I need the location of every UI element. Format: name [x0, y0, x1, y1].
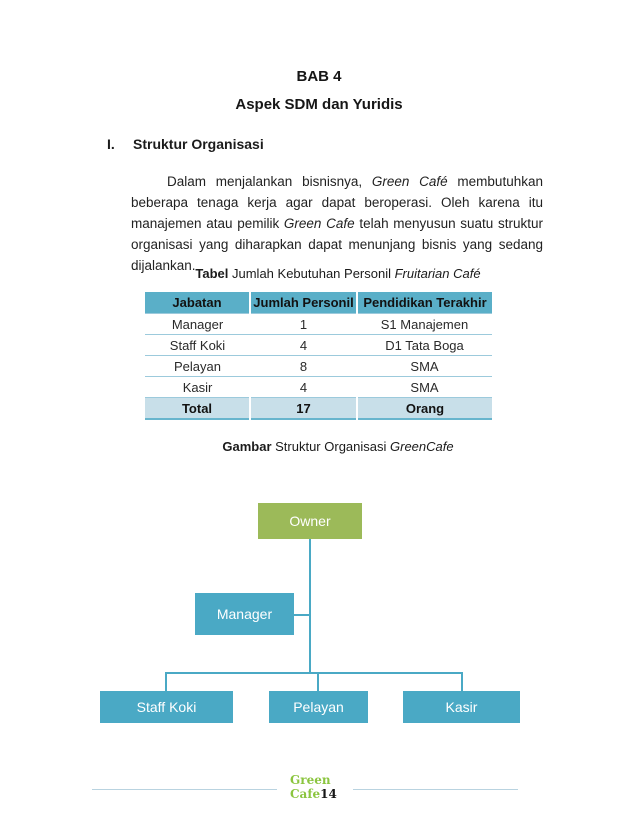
- paragraph-run: Dalam menjalankan bisnisnya,: [167, 173, 372, 189]
- table-total-cell: 17: [249, 397, 357, 419]
- table-cell: SMA: [357, 355, 492, 377]
- connector-manager-stub: [294, 614, 310, 616]
- table-cell: 8: [250, 355, 357, 377]
- footer-brand-word: Cafe: [290, 787, 321, 801]
- table-cell: Manager: [145, 313, 250, 335]
- footer-rule-left: [92, 789, 277, 790]
- footer-rule-right: [353, 789, 518, 790]
- personnel-table: Jabatan Jumlah Personil Pendidikan Terak…: [145, 292, 492, 420]
- table-total-cell: Orang: [356, 397, 492, 419]
- figure-caption-text: Struktur Organisasi: [271, 439, 391, 454]
- paragraph-run-italic: Green Cafe: [283, 215, 355, 231]
- table-cell: D1 Tata Boga: [357, 334, 492, 356]
- figure-caption: Gambar Struktur Organisasi GreenCafe: [133, 439, 543, 454]
- connector-stub-kasir: [461, 672, 463, 691]
- table-cell: S1 Manajemen: [357, 313, 492, 335]
- table-cell: Kasir: [145, 376, 250, 398]
- table-cell: Staff Koki: [145, 334, 250, 356]
- section-numeral: I.: [107, 136, 115, 152]
- paragraph-run: membutuhkan beberapa tenaga kerja agar d…: [131, 173, 543, 231]
- column-header-pendidikan: Pendidikan Terakhir: [356, 292, 492, 314]
- section-paragraph: Dalam menjalankan bisnisnya, Green Café …: [131, 171, 543, 276]
- table-cell: 1: [250, 313, 357, 335]
- footer-brand: Green Cafe14: [290, 773, 337, 801]
- org-node-staff-koki: Staff Koki: [100, 691, 233, 723]
- org-node-pelayan: Pelayan: [269, 691, 368, 723]
- connector-owner-down: [309, 539, 311, 673]
- table-total-cell: Total: [145, 397, 250, 419]
- connector-horizontal: [165, 672, 463, 674]
- org-node-kasir: Kasir: [403, 691, 520, 723]
- table-row: Pelayan 8 SMA: [145, 355, 492, 377]
- table-caption-label: Tabel: [195, 266, 229, 281]
- table-row: Kasir 4 SMA: [145, 376, 492, 398]
- table-total-row: Total 17 Orang: [145, 397, 492, 419]
- table-cell: Pelayan: [145, 355, 250, 377]
- table-row: Manager 1 S1 Manajemen: [145, 313, 492, 335]
- table-cell: 4: [250, 334, 357, 356]
- paragraph-run-italic: Green Café: [371, 173, 448, 189]
- table-header-row: Jabatan Jumlah Personil Pendidikan Terak…: [145, 292, 492, 314]
- org-node-manager: Manager: [195, 593, 294, 635]
- table-row: Staff Koki 4 D1 Tata Boga: [145, 334, 492, 356]
- figure-caption-brand: GreenCafe: [390, 439, 454, 454]
- figure-caption-label: Gambar: [222, 439, 272, 454]
- chapter-subtitle: Aspek SDM dan Yuridis: [235, 96, 403, 113]
- connector-stub-staff-koki: [165, 672, 167, 691]
- table-cell: SMA: [357, 376, 492, 398]
- section-heading: Struktur Organisasi: [133, 136, 264, 152]
- org-node-owner: Owner: [258, 503, 362, 539]
- footer-page-number: 14: [320, 787, 337, 801]
- table-caption: Tabel Jumlah Kebutuhan Personil Fruitari…: [133, 266, 543, 281]
- column-header-jumlah: Jumlah Personil: [249, 292, 357, 314]
- table-caption-brand: Fruitarian Café: [394, 266, 481, 281]
- paragraph-run: telah menyusun suatu struktur organisasi…: [131, 215, 543, 273]
- connector-stub-pelayan: [317, 672, 319, 691]
- chapter-title: BAB 4: [296, 68, 342, 85]
- table-cell: 4: [250, 376, 357, 398]
- footer-brand-line1: Green: [290, 773, 331, 787]
- footer-brand-line2: Cafe14: [290, 787, 337, 801]
- column-header-jabatan: Jabatan: [145, 292, 250, 314]
- table-caption-text: Jumlah Kebutuhan Personil: [228, 266, 395, 281]
